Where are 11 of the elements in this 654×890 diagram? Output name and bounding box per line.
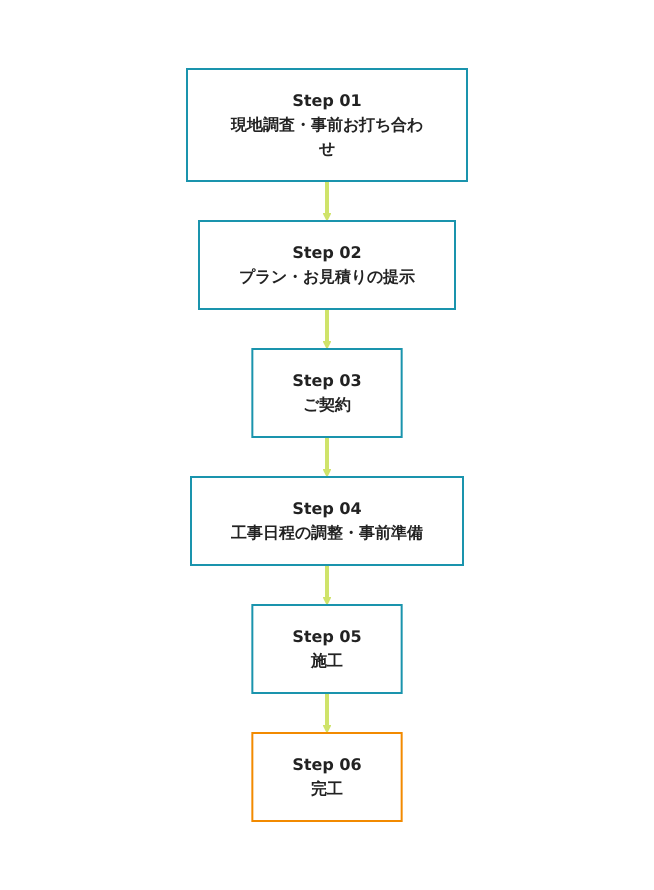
arrow xyxy=(322,693,332,734)
arrow xyxy=(322,565,332,606)
node-box: Step 04 工事日程の調整・事前準備 xyxy=(190,476,464,566)
arrow xyxy=(322,181,332,222)
arrow xyxy=(322,437,332,478)
node-box: Step 03 ご契約 xyxy=(251,348,403,438)
node-box: Step 06 完工 xyxy=(251,732,403,822)
node-box: Step 02 プラン・お見積りの提示 xyxy=(198,220,456,310)
node-box: Step 05 施工 xyxy=(251,604,403,694)
node-box: Step 01 現地調査・事前お打ち合わせ xyxy=(186,68,468,182)
arrow xyxy=(322,309,332,350)
